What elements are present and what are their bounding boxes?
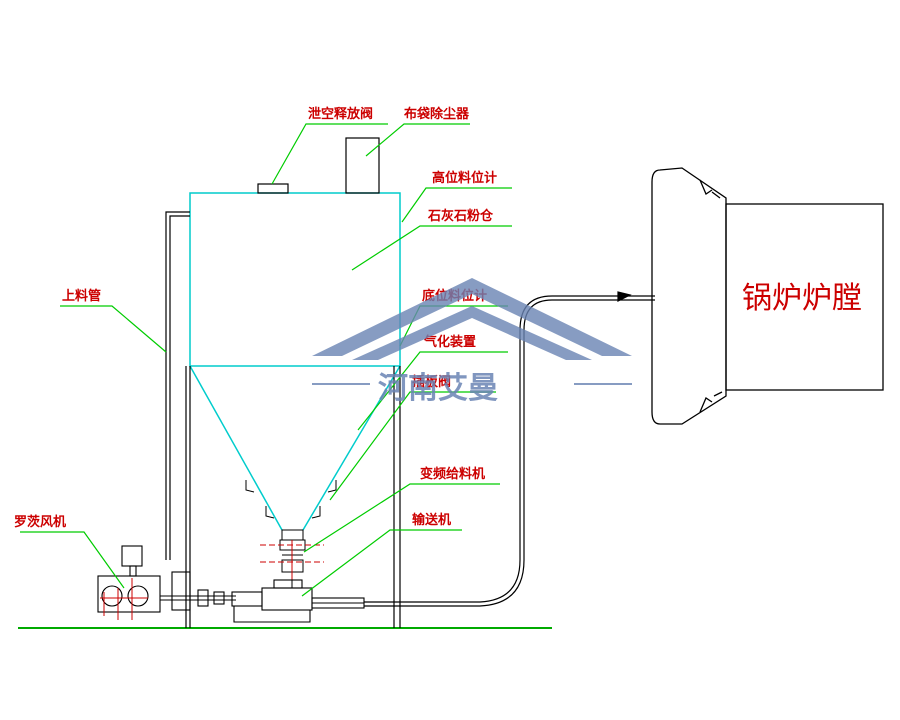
relief-valve-label: 泄空释放阀 [308, 106, 373, 122]
watermark-logo [312, 278, 632, 385]
bag-filter [345, 137, 380, 194]
blower-red-marks [100, 578, 148, 620]
aeration-device-label: 气化装置 [424, 334, 476, 350]
watermark-text: 河南艾曼 [378, 371, 498, 406]
feed-pipe-label: 上料管 [62, 288, 101, 304]
conveyor [231, 579, 365, 623]
limestone-silo [189, 192, 401, 531]
leader-lines [20, 123, 512, 597]
feed-pipe [165, 211, 190, 560]
red-center-marks [260, 540, 324, 580]
high-level-meter-label: 高位料位计 [432, 170, 497, 186]
roots-blower-label: 罗茨风机 [14, 514, 66, 530]
relief-valve [257, 183, 289, 194]
transport-pipe [364, 291, 655, 607]
aeration-nozzles [245, 480, 337, 519]
bag-filter-label: 布袋除尘器 [404, 106, 470, 122]
conveyor-label: 输送机 [412, 512, 451, 528]
silo-supports [185, 366, 401, 628]
furnace-label: 锅炉炉膛 [742, 281, 862, 316]
limestone-silo-label: 石灰石粉仓 [427, 208, 494, 224]
roots-blower [97, 545, 236, 613]
vfd-feeder-label: 变频给料机 [420, 466, 485, 482]
boiler-furnace [651, 167, 884, 425]
gate-valve-label: 插板阀 [412, 374, 451, 390]
